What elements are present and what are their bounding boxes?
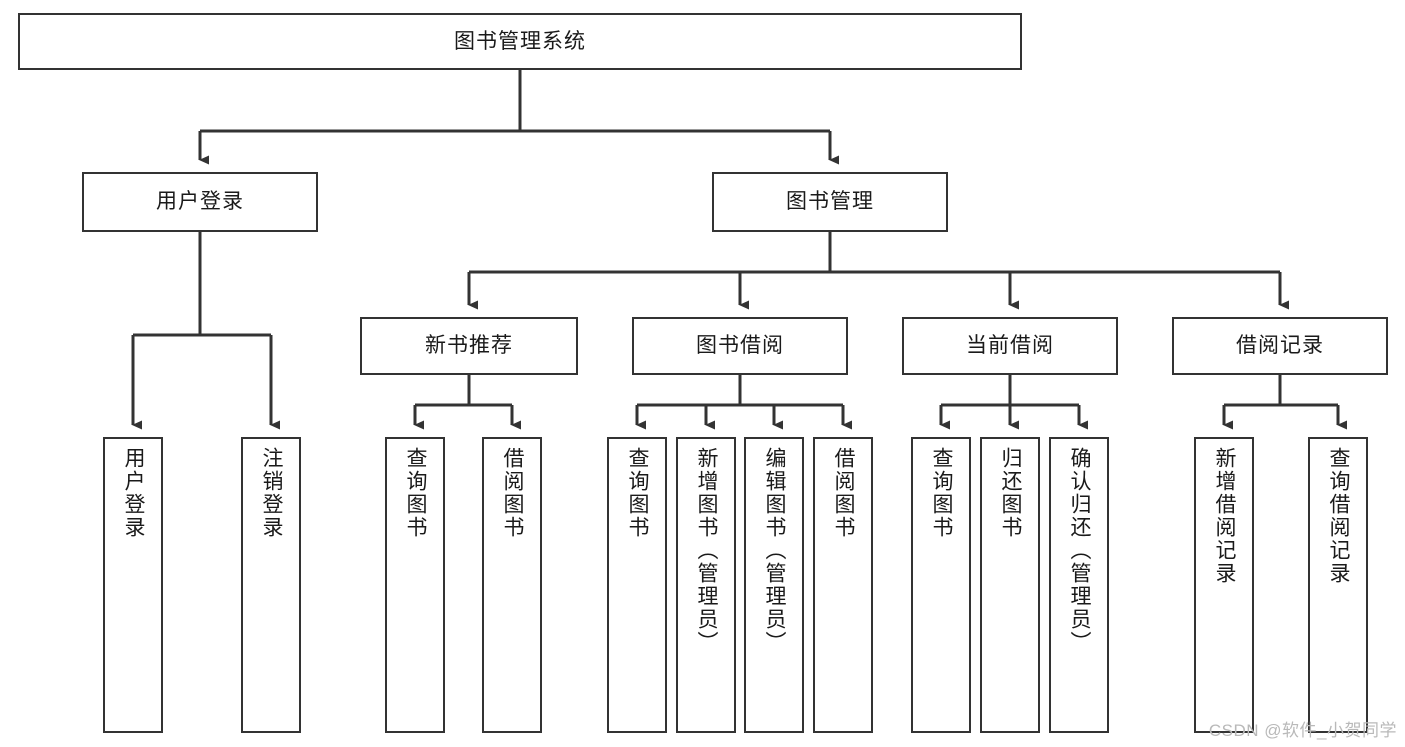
node-label: 用户登录	[156, 190, 244, 214]
node-label: 图书管理系统	[454, 29, 586, 53]
leaf-new-book-borrow-book[interactable]: 借阅图书	[482, 437, 542, 733]
leaf-user-login-logout[interactable]: 注销登录	[241, 437, 301, 733]
leaf-book-borrow-edit-book-admin[interactable]: 编辑图书（管理员）	[744, 437, 804, 733]
node-label: 图书借阅	[696, 334, 784, 358]
node-label-vertical: 确认归还（管理员）	[1068, 447, 1092, 654]
node-book-management[interactable]: 图书管理	[712, 172, 948, 232]
node-book-borrow[interactable]: 图书借阅	[632, 317, 848, 375]
leaf-user-login-login[interactable]: 用户登录	[103, 437, 163, 733]
node-label-vertical: 查询借阅记录	[1327, 447, 1351, 585]
node-label-vertical: 归还图书	[999, 447, 1023, 539]
node-label-vertical: 借阅图书	[501, 447, 525, 539]
node-borrow-record[interactable]: 借阅记录	[1172, 317, 1388, 375]
node-label: 借阅记录	[1236, 334, 1324, 358]
node-label-vertical: 查询图书	[404, 447, 428, 539]
leaf-current-borrow-query-book[interactable]: 查询图书	[911, 437, 971, 733]
node-label-vertical: 新增借阅记录	[1213, 447, 1237, 585]
node-label-vertical: 新增图书（管理员）	[695, 447, 719, 654]
node-label-vertical: 用户登录	[122, 447, 146, 539]
node-label-vertical: 借阅图书	[832, 447, 856, 539]
node-label: 图书管理	[786, 190, 874, 214]
node-label-vertical: 注销登录	[260, 447, 284, 539]
node-label-vertical: 查询图书	[626, 447, 650, 539]
node-root-book-management-system[interactable]: 图书管理系统	[18, 13, 1022, 70]
leaf-borrow-record-query-record[interactable]: 查询借阅记录	[1308, 437, 1368, 733]
node-user-login[interactable]: 用户登录	[82, 172, 318, 232]
node-label-vertical: 编辑图书（管理员）	[763, 447, 787, 654]
watermark-csdn: CSDN @软件_小贺同学	[1208, 721, 1397, 740]
leaf-book-borrow-query-book[interactable]: 查询图书	[607, 437, 667, 733]
leaf-current-borrow-return-book[interactable]: 归还图书	[980, 437, 1040, 733]
leaf-borrow-record-add-record[interactable]: 新增借阅记录	[1194, 437, 1254, 733]
leaf-book-borrow-borrow-book[interactable]: 借阅图书	[813, 437, 873, 733]
leaf-new-book-query-book[interactable]: 查询图书	[385, 437, 445, 733]
leaf-book-borrow-add-book-admin[interactable]: 新增图书（管理员）	[676, 437, 736, 733]
node-label: 新书推荐	[425, 334, 513, 358]
leaf-current-borrow-confirm-return-admin[interactable]: 确认归还（管理员）	[1049, 437, 1109, 733]
node-label-vertical: 查询图书	[930, 447, 954, 539]
node-current-borrow[interactable]: 当前借阅	[902, 317, 1118, 375]
node-new-book-recommend[interactable]: 新书推荐	[360, 317, 578, 375]
node-label: 当前借阅	[966, 334, 1054, 358]
